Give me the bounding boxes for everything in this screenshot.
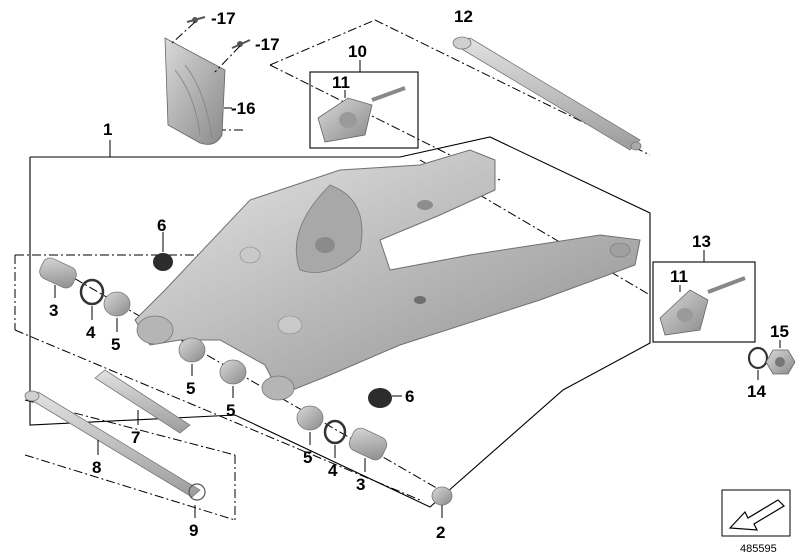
callout-5c: 5 bbox=[226, 401, 235, 420]
callout-7: 7 bbox=[131, 428, 140, 447]
callout-17a: -17 bbox=[211, 9, 236, 28]
callout-12: 12 bbox=[454, 7, 473, 26]
callout-4a: 4 bbox=[86, 323, 96, 342]
mudguard-part bbox=[164, 16, 251, 145]
callout-6a: 6 bbox=[157, 216, 166, 235]
callout-2: 2 bbox=[436, 523, 445, 542]
callout-3b: 3 bbox=[356, 475, 365, 494]
callout-8: 8 bbox=[92, 458, 101, 477]
callout-10: 10 bbox=[348, 42, 367, 61]
callout-14: 14 bbox=[747, 382, 766, 401]
callout-6b: 6 bbox=[405, 387, 414, 406]
nut-part-15 bbox=[765, 349, 796, 375]
plug-part-6a bbox=[153, 253, 173, 271]
ring-part-14 bbox=[747, 346, 769, 370]
swingarm-part bbox=[134, 149, 641, 401]
bracket-part-11b bbox=[659, 276, 746, 336]
callout-13: 13 bbox=[692, 232, 711, 251]
bracket-part-11a bbox=[317, 86, 406, 143]
callouts: 1 2 3 3 4 4 5 5 5 5 5 6 6 7 8 9 10 11 11… bbox=[49, 7, 789, 542]
left-bushing-parts bbox=[39, 257, 388, 461]
callout-1: 1 bbox=[103, 120, 112, 139]
callout-11a: 11 bbox=[332, 73, 350, 92]
axle-part-12 bbox=[452, 36, 642, 151]
axle-part-8 bbox=[24, 390, 206, 501]
callout-leaders bbox=[54, 107, 781, 518]
callout-11b: 11 bbox=[670, 267, 688, 286]
callout-4b: 4 bbox=[328, 461, 338, 480]
callout-16: -16 bbox=[231, 99, 256, 118]
callout-17b: -17 bbox=[255, 35, 280, 54]
plug-part-6b bbox=[368, 388, 392, 408]
callout-15: 15 bbox=[770, 322, 789, 341]
direction-arrow-icon bbox=[721, 489, 791, 537]
callout-5b: 5 bbox=[186, 379, 195, 398]
reference-number: 485595 bbox=[740, 543, 777, 555]
group-frame-10 bbox=[309, 71, 419, 149]
bolt-part-2 bbox=[431, 486, 453, 518]
callout-9: 9 bbox=[189, 521, 198, 540]
sleeve-part-7 bbox=[94, 369, 191, 434]
group-frame-1 bbox=[29, 136, 651, 508]
callout-5a: 5 bbox=[111, 335, 120, 354]
callout-5d: 5 bbox=[303, 448, 312, 467]
callout-3a: 3 bbox=[49, 301, 58, 320]
